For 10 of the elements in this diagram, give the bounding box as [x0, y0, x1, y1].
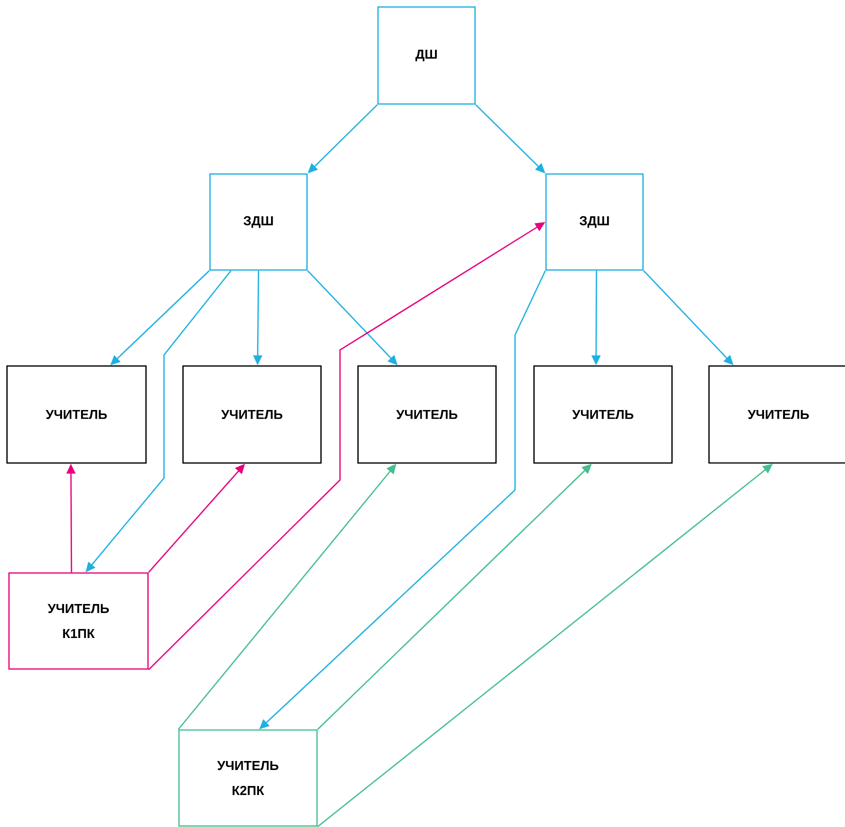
- position-box: УЧИТЕЛЬ К1ПК: [8, 572, 149, 670]
- position-box: УЧИТЕЛЬ: [357, 365, 497, 464]
- position-box: ЗДШ: [545, 173, 644, 271]
- position-box: УЧИТЕЛЬ: [708, 365, 845, 464]
- position-box: УЧИТЕЛЬ: [182, 365, 322, 464]
- position-box: УЧИТЕЛЬ: [533, 365, 673, 464]
- position-box: ЗДШ: [209, 173, 308, 271]
- position-box: ДШ: [377, 6, 476, 105]
- position-box: УЧИТЕЛЬ К2ПК: [178, 729, 318, 827]
- position-box: УЧИТЕЛЬ: [6, 365, 147, 464]
